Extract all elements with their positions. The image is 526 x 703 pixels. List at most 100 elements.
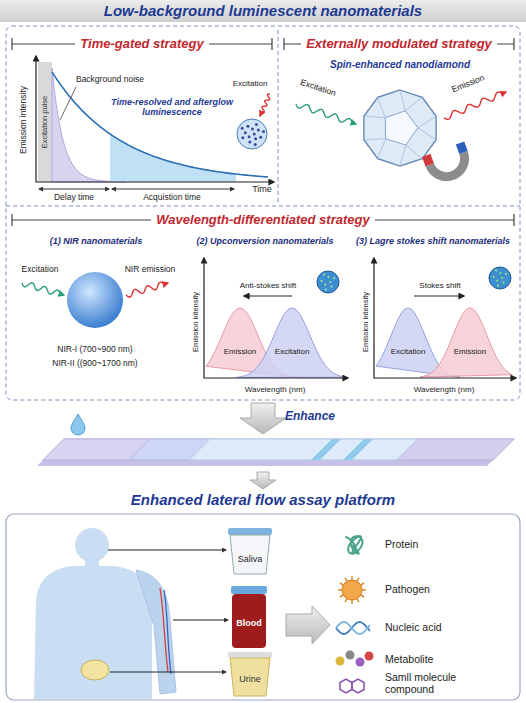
diamond-facet [400,90,405,111]
dopant-dot [323,273,325,275]
dopant-dot [499,272,501,274]
label-text: Wavelength (nm) [414,386,475,395]
dna-strand [336,622,370,634]
metabolite-icon [346,651,355,660]
excitation-wave [296,104,356,124]
label-text: Acquistion time [143,193,201,202]
nir-sphere [67,272,123,328]
dopant-dot [496,279,498,281]
dna-strand [336,622,370,634]
label-text: Anti-stokes shift [240,282,296,291]
label-text: Emission [450,73,485,95]
saliva-cup-lid [228,528,272,535]
label-text: Emission intensity [362,292,370,352]
strip-side [37,460,493,466]
small-molecule-icon [340,679,352,693]
heading-text: (1) NIR nanomaterials [50,234,143,248]
metabolite-icon [356,658,365,667]
acquisition-bracket [112,189,234,190]
enhance-arrow [240,403,286,434]
saliva-cup [230,535,270,574]
control-line [343,439,373,460]
diamond-facet [364,138,386,140]
chart-axes [36,56,274,182]
blood-tube-cap [231,586,267,594]
dopant-dot [330,286,332,288]
dopant-dot [251,127,254,130]
chart-axes [204,258,348,378]
label-text: Time [252,185,272,195]
label-text: Urine [239,675,261,685]
heading-text: Low-background luminescent nanomaterials [104,0,422,22]
leader-line [60,87,76,120]
heading-text: (3) Lagre stokes shift nanomaterials [356,234,510,248]
panel-frame [6,26,520,400]
diamond-facet [378,97,386,117]
label-text: Pathogen [385,584,430,596]
label-text: Saliva [238,555,263,565]
heading-text: Externally modulated strategy [301,36,497,52]
panel-divider [6,206,520,207]
strip-backing [43,439,514,460]
absorbent-pad [397,439,514,460]
sample-droplet [71,414,85,435]
label-text: NIR-II ((900~1700 nm) [52,359,137,368]
dopant-dot [257,128,260,131]
metabolite-icon [365,652,374,661]
sample-arrow [110,672,226,673]
emission-wave [444,92,506,119]
label-text: Emission intensity [192,292,200,352]
label-text: Time-resolved and afterglow luminescence [110,98,234,118]
label-text: Excitation [299,78,337,98]
nanoparticle [317,271,339,293]
subsection-heading: (3) Lagre stokes shift nanomaterials [350,234,516,248]
label-text: NIR emission [125,265,176,274]
label-text: Spin-enhanced nanodiamond [330,59,470,70]
vein [164,590,171,674]
shift-arrow [414,295,464,296]
label-text: Protein [385,539,418,551]
nanoparticle [489,267,511,289]
label-text: Delay time [54,193,94,202]
label-text: Emission [224,348,256,357]
heading-text: Wavelength-differentiated strategy [151,212,374,228]
label-text: Excitation [233,80,268,89]
dopant-dot [259,136,262,139]
sample-arrow [173,620,228,621]
dopant-dot [495,269,497,271]
dopant-dot [241,136,244,139]
pathogen-icon [342,580,362,600]
artery [160,588,168,672]
luminescence-decay [52,72,268,177]
diamond-facet [418,116,436,127]
acquisition-area [110,134,236,182]
excitation-wave [22,283,64,295]
label-text: NIR-I (700~900 nm) [57,345,132,354]
dopant-dot [255,123,258,126]
delay-bracket [39,189,109,190]
diamond-facet [418,128,436,140]
protein-icon [346,536,363,553]
lateral-flow-strip [37,439,514,466]
bladder [81,660,109,680]
small-molecule-icon [352,679,364,693]
body-arm [136,570,176,694]
label-text: Enhance [285,410,335,423]
title-band: Low-background luminescent nanomaterials [0,0,526,22]
down-arrow [250,472,276,489]
dopant-dot [497,285,499,287]
diamond-facet [364,116,385,117]
heading-text: (2) Upconversion nanomaterials [196,234,333,248]
diamond-facet [405,97,422,111]
label-text: Emission [454,348,486,357]
nanodiamond [364,90,436,166]
diamond-facet [378,139,386,159]
urine-cup [230,658,270,696]
chart-axes [374,258,516,378]
spectrum-band [236,308,346,377]
dopant-dot [502,282,504,284]
body-torso [34,566,152,699]
label-text: Metabolite [385,654,433,666]
shift-arrow [244,295,292,296]
